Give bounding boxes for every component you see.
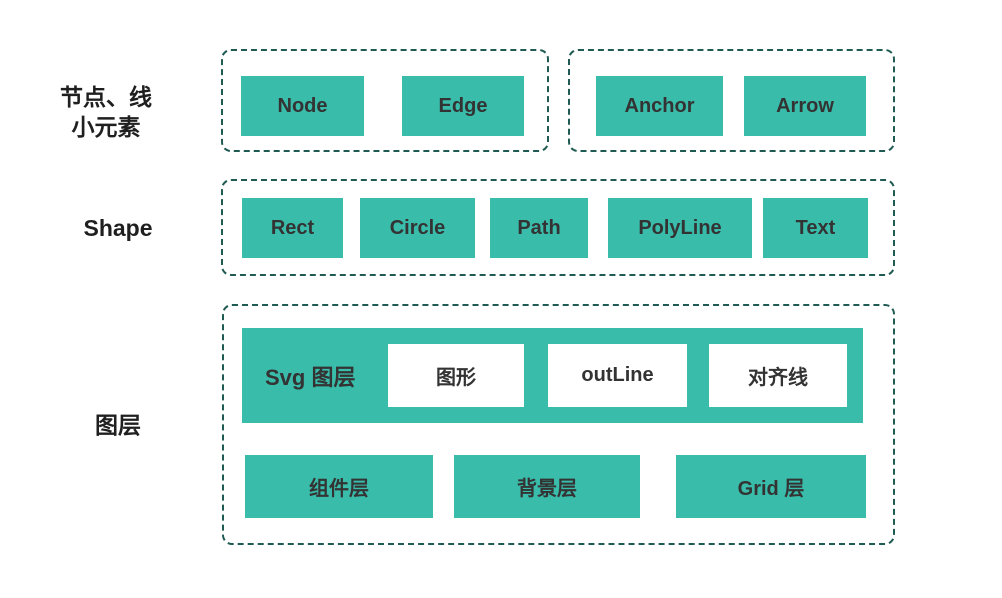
- circle-box: Circle: [360, 198, 475, 258]
- svg-sublayer-outline-box: outLine: [548, 344, 687, 407]
- rect-box: Rect: [242, 198, 343, 258]
- grid-layer-box: Grid 层: [676, 455, 866, 518]
- background-layer-box: 背景层: [454, 455, 640, 518]
- layers-row-label: 图层: [95, 412, 141, 438]
- node-box: Node: [241, 76, 364, 136]
- elements-row-label: 节点、线 小元素: [38, 82, 174, 142]
- shape-row-label: Shape: [83, 215, 153, 241]
- svg-sublayer-alignline-box: 对齐线: [709, 344, 847, 407]
- elements-row-label-line2: 小元素: [71, 114, 141, 140]
- svg-layer-label: Svg 图层: [265, 364, 356, 390]
- arrow-box: Arrow: [744, 76, 866, 136]
- anchor-box: Anchor: [596, 76, 723, 136]
- anchor-arrow-group: [568, 49, 895, 152]
- svg-layer-bar: Svg 图层 图形 outLine 对齐线: [242, 328, 863, 423]
- elements-row-label-line1: 节点、线: [60, 84, 152, 110]
- layers-group: [222, 304, 895, 545]
- svg-sublayer-graphics-box: 图形: [388, 344, 524, 407]
- node-edge-group: [221, 49, 549, 152]
- path-box: Path: [490, 198, 588, 258]
- edge-box: Edge: [402, 76, 524, 136]
- shape-group: [221, 179, 895, 276]
- component-layer-box: 组件层: [245, 455, 433, 518]
- polyline-box: PolyLine: [608, 198, 752, 258]
- text-box: Text: [763, 198, 868, 258]
